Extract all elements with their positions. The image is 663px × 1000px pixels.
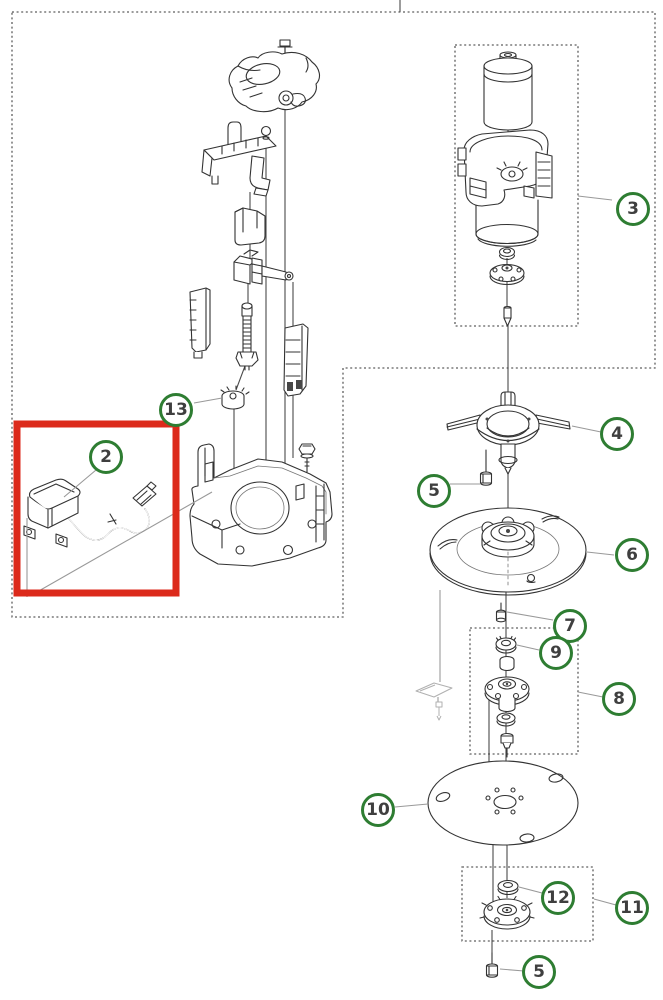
callout-9[interactable]: 9	[539, 636, 573, 670]
callout-5-lower[interactable]: 5	[522, 955, 556, 989]
part-hub-screw	[500, 732, 514, 758]
part-carrier-screw	[479, 449, 493, 486]
part-bearing-washer-top	[495, 635, 517, 654]
part-rail-left	[189, 287, 211, 359]
bearing-group-box	[469, 627, 579, 755]
lower-hub-group-box	[461, 866, 594, 942]
part-blade-carrier-cross	[446, 391, 571, 475]
callout-5-upper[interactable]: 5	[417, 474, 451, 508]
callout-6[interactable]: 6	[615, 538, 649, 572]
part-skid-disc	[429, 507, 587, 596]
callout-8[interactable]: 8	[602, 682, 636, 716]
callout-12[interactable]: 12	[541, 881, 575, 915]
part-hub-upper	[484, 676, 530, 713]
part-motor-flange	[489, 263, 525, 286]
part-bottom-screw	[485, 952, 499, 978]
part-height-bracket	[201, 121, 277, 197]
part-blade-and-screw	[415, 682, 453, 721]
dashed-group-outlines	[11, 11, 656, 942]
callout-10[interactable]: 10	[361, 793, 395, 827]
callout-11[interactable]: 11	[615, 891, 649, 925]
part-coupler	[233, 249, 294, 285]
part-motor-shaft-screw	[503, 305, 512, 327]
callout-leader-lines	[26, 195, 617, 972]
part-lower-hub	[479, 895, 535, 930]
part-motor-washer	[498, 246, 516, 261]
part-clip	[234, 207, 266, 246]
part-motor-mount	[457, 129, 553, 207]
part-top-cover	[228, 51, 321, 113]
part-chassis	[189, 443, 333, 567]
part-stop-sensor-unit	[23, 478, 157, 548]
highlight-box	[13, 420, 180, 597]
callout-4[interactable]: 4	[600, 417, 634, 451]
part-disc-screw	[495, 602, 507, 623]
motor-group-box	[454, 44, 579, 327]
part-bearing-washer-bottom	[496, 712, 516, 727]
part-base-plate	[427, 760, 579, 846]
part-rail-right	[283, 323, 309, 397]
part-motor-capacitor	[483, 51, 533, 131]
part-motor-can	[475, 195, 539, 247]
callout-3[interactable]: 3	[616, 192, 650, 226]
part-pinion-gear	[220, 385, 250, 410]
part-spacer	[499, 655, 515, 672]
part-chassis-screw	[298, 443, 316, 473]
part-adjuster-screw	[235, 302, 259, 371]
callout-2[interactable]: 2	[89, 440, 123, 474]
part-lower-washer	[497, 879, 519, 896]
callout-13[interactable]: 13	[159, 393, 193, 427]
part-cover-screw	[277, 39, 293, 61]
